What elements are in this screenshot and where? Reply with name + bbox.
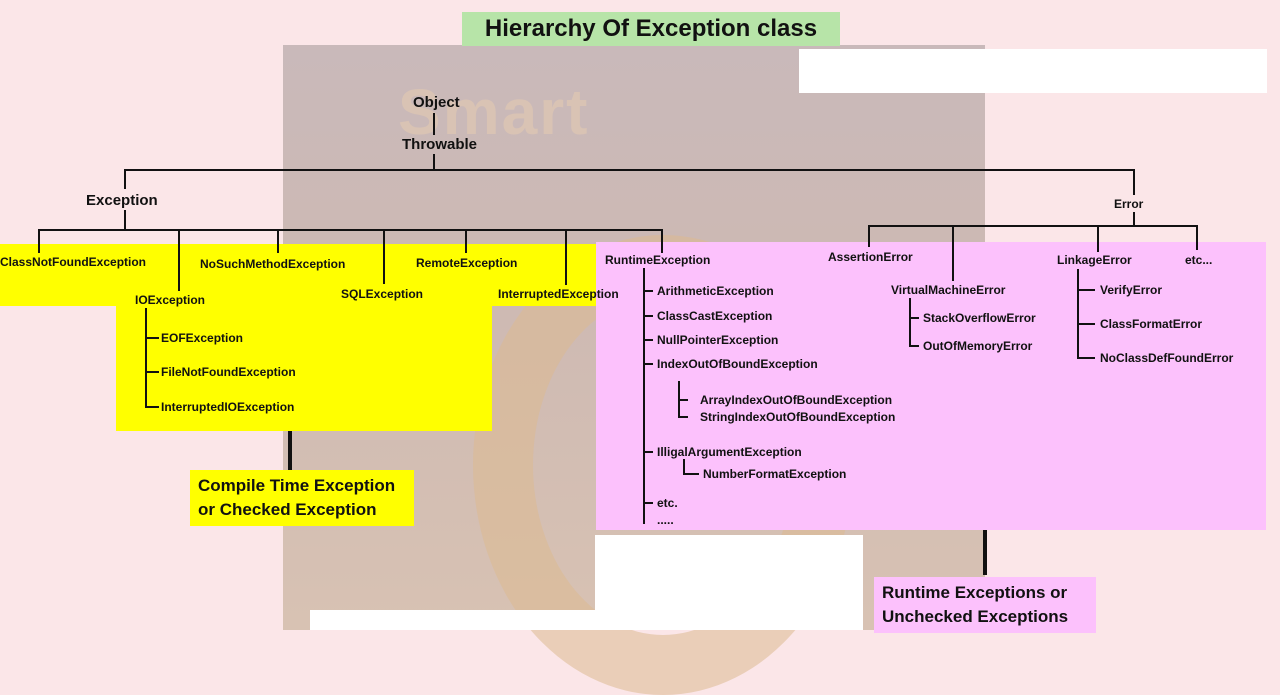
unchecked-caption: Runtime Exceptions or Unchecked Exceptio…	[874, 577, 1096, 633]
connector-to-error	[1133, 169, 1135, 195]
unchecked-caption-line2: Unchecked Exceptions	[882, 607, 1069, 626]
connector-noclassdef	[1077, 357, 1095, 359]
connector-nullpointer	[643, 339, 653, 341]
node-interruptedioexception: InterruptedIOException	[161, 400, 295, 414]
connector-nosuchmethod	[277, 229, 279, 253]
connector-classcast	[643, 315, 653, 317]
node-etc-error: etc...	[1185, 253, 1213, 267]
connector-vm-children	[909, 298, 911, 347]
page-title: Hierarchy Of Exception class	[462, 12, 840, 46]
node-virtualmachineerror: VirtualMachineError	[891, 283, 1006, 297]
node-verifyerror: VerifyError	[1100, 283, 1163, 297]
connector-io-children	[145, 308, 147, 408]
connector-linkage-children	[1077, 269, 1079, 358]
unchecked-caption-line1: Runtime Exceptions or	[882, 583, 1068, 602]
connector-ioexception	[178, 229, 180, 291]
node-runtimeexception: RuntimeException	[605, 253, 711, 267]
connector-illegal-children	[683, 459, 685, 475]
connector-verify	[1077, 289, 1095, 291]
connector-to-exception	[124, 169, 126, 189]
node-sqlexception: SQLException	[341, 287, 424, 301]
node-classnotfoundexception: ClassNotFoundException	[0, 255, 147, 269]
node-outofmemoryerror: OutOfMemoryError	[923, 339, 1033, 353]
connector-throwable	[433, 154, 435, 170]
node-stringindexoutofboundexception: StringIndexOutOfBoundException	[700, 410, 896, 424]
connector-unchecked-caption	[983, 530, 987, 575]
connector-remote	[465, 229, 467, 253]
connector-filenotfound	[145, 371, 159, 373]
connector-etc	[643, 502, 653, 504]
connector-stringindex	[678, 416, 688, 418]
node-error: Error	[1114, 197, 1144, 211]
blank-panel-bottom-left	[310, 610, 595, 630]
connector-sqlexception	[383, 229, 385, 284]
checked-caption-line2: or Checked Exception	[198, 500, 377, 519]
connector-checked-caption	[288, 431, 292, 471]
node-classcastexception: ClassCastException	[657, 309, 773, 323]
connector-runtime-children	[643, 268, 645, 524]
connector-assertion	[868, 225, 870, 247]
node-arithmeticexception: ArithmeticException	[657, 284, 774, 298]
connector-error-down	[1133, 212, 1135, 227]
node-filenotfoundexception: FileNotFoundException	[161, 365, 296, 379]
connector-classformat	[1077, 323, 1095, 325]
checked-region-bottom	[116, 286, 492, 431]
node-etc-runtime: etc.	[657, 496, 678, 510]
connector-exception-branch	[38, 229, 663, 231]
connector-outofmemory	[909, 345, 919, 347]
node-exception: Exception	[86, 192, 158, 209]
unchecked-region	[596, 242, 1266, 530]
node-arrayindexoutofboundexception: ArrayIndexOutOfBoundException	[700, 393, 893, 407]
node-dots: .....	[657, 513, 674, 527]
connector-object-throwable	[433, 113, 435, 135]
connector-error-branch	[868, 225, 1198, 227]
node-linkageerror: LinkageError	[1057, 253, 1132, 267]
connector-etc-error	[1196, 225, 1198, 250]
connector-runtime	[661, 229, 663, 253]
node-numberformatexception: NumberFormatException	[703, 467, 847, 481]
connector-eof	[145, 337, 159, 339]
node-remoteexception: RemoteException	[416, 256, 518, 270]
node-object: Object	[413, 94, 460, 111]
node-nullpointerexception: NullPointerException	[657, 333, 779, 347]
connector-arrayindex	[678, 399, 688, 401]
connector-classnotfound	[38, 229, 40, 253]
connector-interruptedio	[145, 406, 159, 408]
connector-arithmetic	[643, 290, 653, 292]
node-throwable: Throwable	[402, 136, 478, 153]
node-stackoverflowerror: StackOverflowError	[923, 311, 1036, 325]
checked-caption-line1: Compile Time Exception	[198, 476, 396, 495]
node-noclassdeffounderror: NoClassDefFoundError	[1100, 351, 1234, 365]
connector-numberformat	[683, 473, 699, 475]
blank-panel-bottom	[595, 535, 863, 630]
connector-interrupted	[565, 229, 567, 285]
node-illigalargumentexception: IlligalArgumentException	[657, 445, 802, 459]
node-indexoutofboundexception: IndexOutOfBoundException	[657, 357, 818, 371]
node-classformaterror: ClassFormatError	[1100, 317, 1203, 331]
node-nosuchmethodexception: NoSuchMethodException	[200, 257, 346, 271]
node-eofexception: EOFException	[161, 331, 244, 345]
node-assertionerror: AssertionError	[828, 250, 913, 264]
connector-exception-down	[124, 210, 126, 230]
watermark-logo: Smart	[398, 76, 590, 148]
connector-illegalargument	[643, 451, 653, 453]
connector-main-branch	[124, 169, 1135, 171]
node-interruptedexception: InterruptedException	[498, 287, 619, 301]
connector-stackoverflow	[909, 317, 919, 319]
blank-panel-top	[799, 49, 1267, 93]
connector-virtualmachine	[952, 225, 954, 281]
connector-linkage	[1097, 225, 1099, 252]
node-ioexception: IOException	[135, 293, 206, 307]
checked-caption: Compile Time Exception or Checked Except…	[190, 470, 414, 526]
connector-indexoutofbound	[643, 363, 653, 365]
